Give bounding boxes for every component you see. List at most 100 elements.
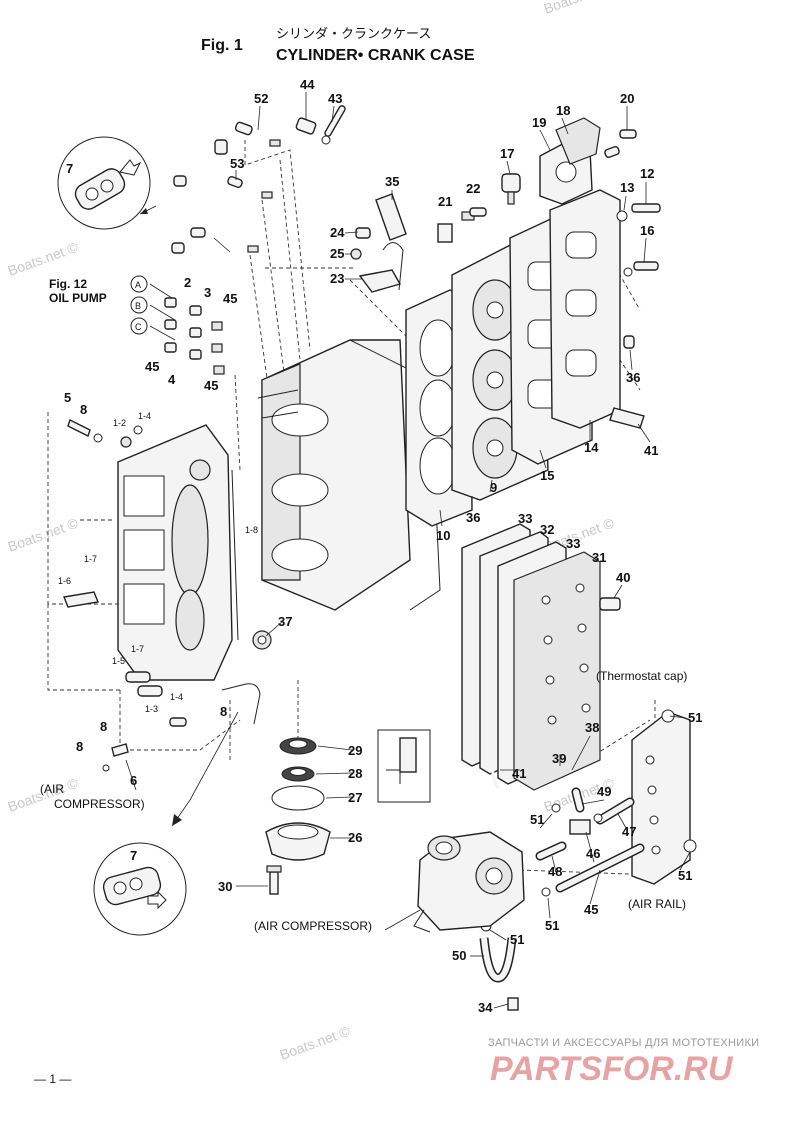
part-label-42: 44: [300, 77, 315, 92]
circle-ref-c: C: [130, 317, 148, 335]
part-label-8a: 8: [80, 402, 87, 417]
circle-ref-a: A: [130, 275, 148, 293]
part-label-43c: 45: [204, 378, 218, 393]
part-label-32a: 33: [518, 511, 532, 526]
part-labels: 52 44 43 53 35 17 19 18 20 22 21 13 12 1…: [58, 77, 702, 1015]
part-label-19: 20: [620, 91, 634, 106]
part-label-35b: 36: [466, 510, 480, 525]
part-label-43b: 45: [145, 359, 159, 374]
watermark-1: Boats.net ©: [6, 238, 81, 278]
hoses: [479, 759, 645, 1011]
bearing-stack: [265, 729, 431, 895]
svg-text:B: B: [135, 301, 141, 311]
part-label-26: 27: [348, 790, 362, 805]
part-label-21: 22: [466, 181, 480, 196]
sensor-16: [501, 173, 521, 193]
title-japanese: シリンダ・クランクケース: [276, 27, 431, 42]
watermark-4: Boats.net ©: [278, 1022, 353, 1062]
oil-pump-name: OIL PUMP: [49, 291, 107, 305]
part-label-28: 29: [348, 743, 362, 758]
part-label-2: 2: [184, 275, 191, 290]
part-label-50e: 51: [678, 868, 692, 883]
part-label-1-3: 1-3: [145, 704, 158, 714]
part-label-30: 31: [592, 550, 606, 565]
page-number: — 1 —: [34, 1072, 71, 1086]
air-compressor-note-line1: (AIR: [40, 782, 64, 796]
part-label-1-8: 1-8: [245, 525, 258, 535]
part-label-48: 49: [597, 784, 611, 799]
brand-tagline: ЗАПЧАСТИ И АКСЕССУАРЫ ДЛЯ МОТОТЕХНИКИ: [488, 1037, 759, 1049]
part-label-47: 48: [548, 864, 562, 879]
part-label-1-4a: 1-4: [138, 411, 151, 421]
part-label-8d: 8: [76, 739, 83, 754]
part-label-10: 10: [436, 528, 450, 543]
part-label-27: 28: [348, 766, 362, 781]
part-label-1-7b: 1-7: [131, 644, 144, 654]
head-cover: [549, 189, 621, 429]
part-label-25: 26: [348, 830, 362, 845]
svg-text:7: 7: [66, 161, 73, 176]
part-label-32b: 33: [566, 536, 580, 551]
part-label-13: 14: [584, 440, 599, 455]
part-label-35a: 36: [626, 370, 640, 385]
part-label-40a: 41: [644, 443, 658, 458]
oil-pump-fig-ref: Fig. 12: [49, 277, 87, 291]
part-label-50d: 51: [688, 710, 702, 725]
part-label-50c: 51: [510, 932, 524, 947]
part-label-8b: 8: [220, 704, 227, 719]
svg-text:A: A: [135, 280, 141, 290]
part-label-36: 37: [278, 614, 292, 629]
svg-text:7: 7: [130, 848, 137, 863]
air-compressor-note-line2: COMPRESSOR): [54, 797, 145, 811]
air-rail-label: (AIR RAIL): [628, 897, 686, 911]
exhaust-gaskets: [461, 523, 621, 791]
circle-ref-b: B: [130, 296, 148, 314]
part-label-33: 34: [478, 1000, 493, 1015]
part-label-3: 3: [204, 285, 211, 300]
part-label-34: 35: [385, 174, 399, 189]
part-label-23: 24: [330, 225, 345, 240]
part-label-41: 43: [328, 91, 342, 106]
cylinder-block: [221, 339, 441, 725]
part-label-29: 30: [218, 879, 232, 894]
part-label-8c: 8: [100, 719, 107, 734]
detail-callout-bottom: 7: [93, 711, 239, 936]
brand-logo: PARTSFOR.RU: [490, 1050, 734, 1088]
part-label-15: 16: [640, 223, 654, 238]
part-label-16: 17: [500, 146, 514, 161]
oil-pump-reference: Fig. 12 OIL PUMP A B C: [49, 275, 176, 341]
part-label-6: 6: [130, 773, 137, 788]
air-compressor: [413, 831, 525, 933]
fittings-upper: [164, 105, 346, 375]
part-label-1-2: 1-2: [113, 418, 126, 428]
air-rail: [631, 709, 697, 885]
sensors: [350, 173, 521, 293]
part-label-50b: 51: [545, 918, 559, 933]
part-label-4: 4: [168, 372, 176, 387]
part-label-12: 13: [620, 180, 634, 195]
part-label-22: 23: [330, 271, 344, 286]
part-label-37: 38: [585, 720, 599, 735]
part-label-5: 5: [64, 390, 71, 405]
part-label-39: 40: [616, 570, 630, 585]
part-label-51: 52: [254, 91, 268, 106]
thermostat-cap-label: (Thermostat cap): [596, 669, 687, 683]
title-english: CYLINDER• CRANK CASE: [276, 47, 475, 64]
thermostat-cover: [539, 117, 637, 205]
svg-text:C: C: [135, 322, 142, 332]
part-label-9: 9: [490, 480, 497, 495]
part-label-17: 18: [556, 103, 570, 118]
part-label-46: 47: [622, 824, 636, 839]
air-compressor-label: (AIR COMPRESSOR): [254, 919, 372, 933]
watermark-8: Boats.net ©: [542, 0, 617, 17]
part-label-11: 12: [640, 166, 654, 181]
part-label-38: 39: [552, 751, 566, 766]
part-label-44: 45: [584, 902, 598, 917]
crank-case: [63, 419, 239, 772]
part-label-50a: 51: [530, 812, 544, 827]
part-label-1-6: 1-6: [58, 576, 71, 586]
part-label-1-7a: 1-7: [84, 554, 97, 564]
part-label-31: 32: [540, 522, 554, 537]
part-label-20: 21: [438, 194, 452, 209]
